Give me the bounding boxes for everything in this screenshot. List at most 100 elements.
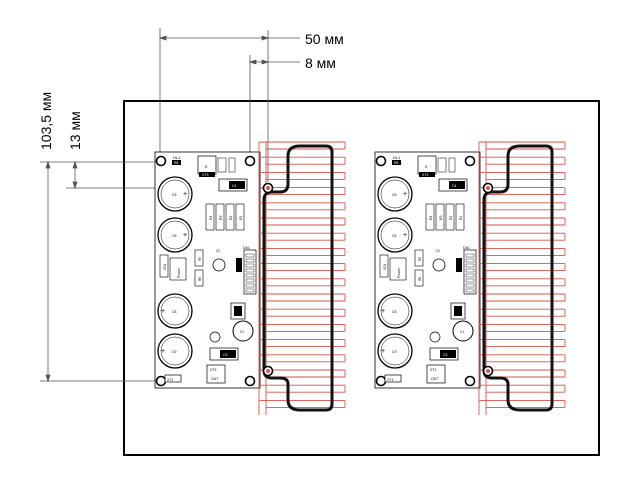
label-power: Power (397, 267, 401, 278)
resistor-r7 (456, 258, 462, 272)
label-r8: R8 (394, 161, 399, 165)
electrolytic-capacitor (377, 176, 413, 212)
resistor (205, 203, 215, 231)
small-part (448, 157, 456, 173)
label-c1: C1 (240, 330, 244, 334)
small-part (228, 157, 236, 173)
heatsink-hole-core (486, 369, 490, 373)
capacitor-c1 (232, 320, 254, 342)
electrolytic-capacitor (157, 293, 193, 329)
label-c3: C3 (443, 353, 448, 357)
heatsink-contour (262, 144, 334, 412)
label-da1: DA1 (243, 246, 250, 250)
chip-pin (245, 258, 255, 263)
label-vd1: VD1 (383, 264, 387, 270)
chip-pin (465, 258, 475, 263)
capacitor-ring (380, 296, 410, 326)
resistor (235, 203, 245, 231)
polarity-mark: + (161, 348, 165, 355)
mounting-hole (464, 155, 476, 167)
capacitor-ring (380, 220, 410, 250)
power-connector (169, 257, 187, 281)
label-c3: C3 (223, 353, 228, 357)
capacitor-ring (160, 336, 190, 366)
label-cap-1: C6 (172, 234, 177, 238)
capacitor-c4-body (229, 181, 245, 189)
part-c3-body (220, 350, 236, 358)
electrolytic-capacitor (157, 176, 193, 212)
dimension-103mm (40, 160, 160, 383)
electrolytic-capacitor (157, 333, 193, 369)
resistor-r5 (194, 249, 204, 267)
diode-vd1 (159, 254, 169, 278)
heatsink-hole-core (486, 186, 490, 190)
label-resistor: R2 (229, 215, 233, 220)
label-k: K (425, 164, 428, 169)
electrolytic-capacitor (157, 217, 193, 253)
label-cap-1: C6 (392, 234, 397, 238)
part-body (234, 306, 242, 316)
capacitor-ring (380, 336, 410, 366)
label-cap-0: C5 (392, 193, 397, 197)
chip-pin (465, 283, 475, 288)
small-part (437, 157, 447, 173)
resistor (435, 203, 445, 231)
mounting-hole (244, 375, 256, 387)
chip-pin (245, 253, 255, 258)
chip-pin (245, 263, 255, 268)
label-da1: DA1 (463, 246, 470, 250)
chip-pin (465, 263, 475, 268)
led-hl1 (392, 160, 401, 165)
electrolytic-capacitor (377, 333, 413, 369)
label-c1: C1 (460, 330, 464, 334)
label-cap-2: C8 (392, 310, 397, 314)
dimension-label-8mm: 8 мм (305, 55, 336, 71)
label-resistor: R1 (239, 215, 243, 220)
chip-pin (245, 288, 255, 293)
chip-pin (465, 288, 475, 293)
mounting-hole (155, 375, 167, 387)
polarity-mark: + (161, 308, 165, 315)
capacitor-ring (380, 179, 410, 209)
label-c4: C4 (232, 184, 237, 188)
polarity-mark: + (381, 308, 385, 315)
polarity-mark: + (403, 232, 407, 239)
connector-xt2 (206, 364, 226, 384)
label-r8: R8 (174, 161, 179, 165)
label-k: K (205, 164, 208, 169)
resistor (445, 203, 455, 231)
label-xt1: XT1 (387, 378, 393, 382)
label-r5: R5 (198, 257, 202, 261)
label-cap-3: C9 (392, 350, 397, 354)
heatsink-contour (482, 144, 554, 412)
label-vd1: VD1 (163, 264, 167, 270)
part-body (454, 306, 462, 316)
led-hl1 (172, 160, 181, 165)
capacitor-c1 (452, 320, 474, 342)
chip-pin (465, 273, 475, 278)
chip-pin (465, 253, 475, 258)
label-xt2: XT2 (210, 368, 216, 372)
connector-xt2 (426, 364, 446, 384)
capacitor-c4-body (449, 181, 465, 189)
label-out: OUT (211, 377, 219, 381)
heatsink-hole-core (266, 186, 270, 190)
resistor-r7 (236, 258, 242, 272)
connector-xt1 (164, 374, 182, 383)
label-r6: R6 (198, 277, 202, 281)
label-hl1: HL1 (173, 155, 181, 160)
label-xt2: XT2 (430, 368, 436, 372)
diode-vd1 (379, 254, 389, 278)
heatsink-hole-core (266, 369, 270, 373)
resistor (425, 203, 435, 231)
polarity-mark: + (403, 191, 407, 198)
label-c2: C2 (436, 249, 440, 253)
resistor-r6 (194, 269, 204, 287)
label-xt3: XT3 (422, 173, 428, 177)
resistor-r6 (414, 269, 424, 287)
small-capacitor-c2 (432, 258, 446, 272)
label-out: OUT (431, 377, 439, 381)
